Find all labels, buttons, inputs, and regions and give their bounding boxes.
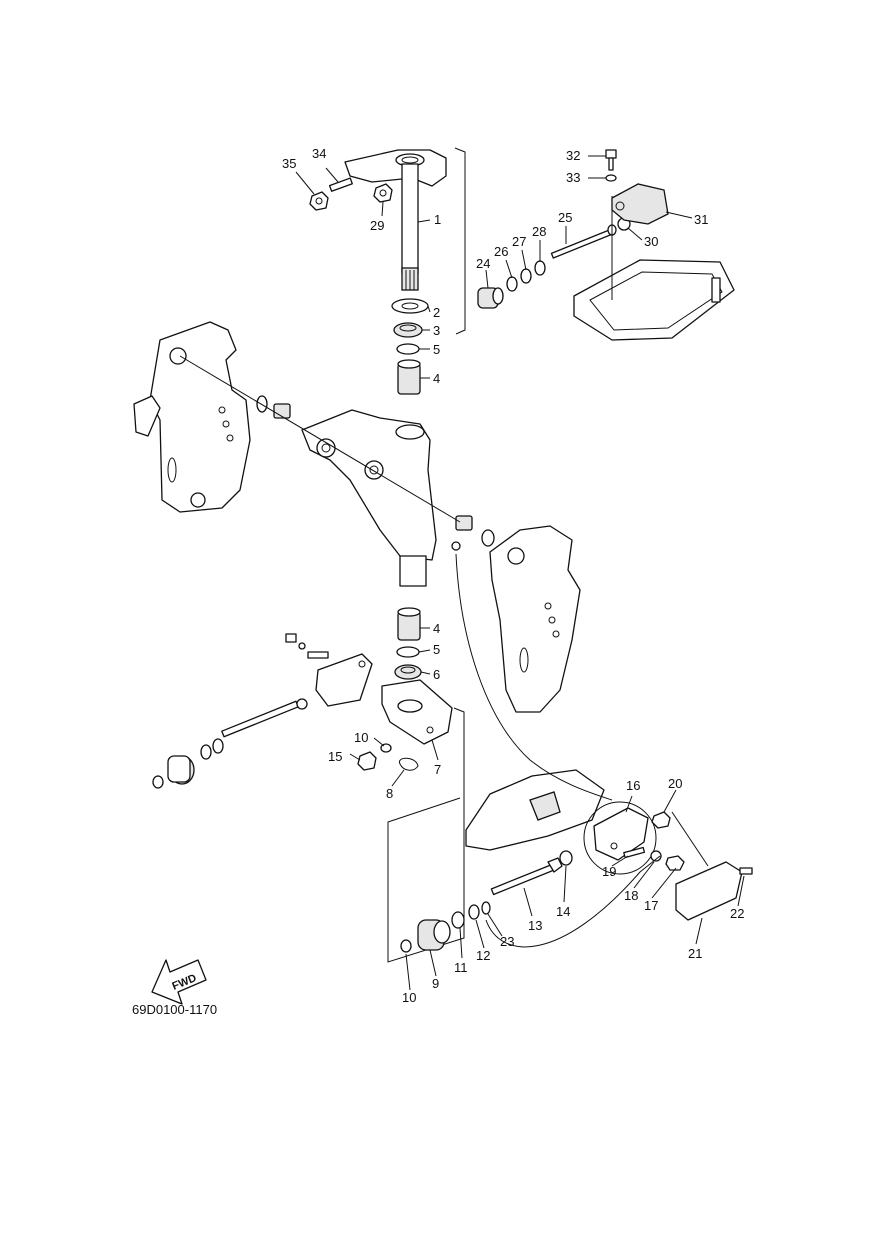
callout-19: 19 — [602, 864, 616, 879]
nut-15 — [357, 751, 377, 771]
callout-labels: 1 2 3 5 4 4 5 6 7 8 10 15 9 10 11 12 23 … — [282, 146, 744, 1005]
right-bolt-washers — [451, 515, 495, 551]
callout-12: 12 — [476, 948, 490, 963]
bushing-4-upper — [397, 359, 421, 395]
callout-9: 9 — [432, 976, 439, 991]
callout-30: 30 — [644, 234, 658, 249]
callout-2: 2 — [433, 305, 440, 320]
swivel-bracket — [301, 409, 437, 587]
washer-27 — [520, 268, 532, 284]
callout-11: 11 — [454, 960, 468, 975]
clip-8 — [399, 757, 419, 771]
callout-14: 14 — [556, 904, 570, 919]
callout-8: 8 — [386, 786, 393, 801]
fwd-arrow-icon: FWD — [151, 959, 207, 1005]
tray — [573, 259, 735, 341]
part-code: 69D0100-1170 — [132, 1002, 217, 1017]
callout-1: 1 — [434, 212, 441, 227]
callout-10-upper: 10 — [354, 730, 368, 745]
callout-25: 25 — [558, 210, 572, 225]
long-bolt-left — [221, 698, 308, 738]
callout-22: 22 — [730, 906, 744, 921]
bolt-34 — [328, 177, 353, 192]
callout-29: 29 — [370, 218, 384, 233]
callout-35: 35 — [282, 156, 296, 171]
washer-14 — [559, 850, 573, 866]
nut-17 — [665, 855, 685, 871]
callout-33: 33 — [566, 170, 580, 185]
mount-rubber-left — [152, 738, 224, 789]
washer-33 — [605, 174, 617, 182]
callout-17: 17 — [644, 898, 658, 913]
nut-29 — [373, 183, 393, 203]
o-ring-5-lower — [396, 646, 420, 658]
seal-3 — [393, 322, 423, 338]
callout-26: 26 — [494, 244, 508, 259]
washer-11 — [451, 911, 465, 929]
bracket-31 — [611, 183, 669, 225]
callout-18: 18 — [624, 888, 638, 903]
bolt-25 — [550, 224, 617, 259]
seal-6 — [394, 664, 422, 680]
washer-26 — [506, 276, 518, 292]
bolt-19 — [623, 846, 646, 859]
callout-27: 27 — [512, 234, 526, 249]
stopper-bracket — [315, 653, 373, 707]
callout-7: 7 — [434, 762, 441, 777]
clamp-bracket-right — [489, 525, 581, 713]
washer-12 — [468, 904, 480, 920]
steering-arm — [344, 149, 447, 187]
washer-23 — [481, 901, 491, 915]
callout-15: 15 — [328, 749, 342, 764]
callout-4-lower: 4 — [433, 621, 440, 636]
washer-2 — [391, 298, 429, 314]
washer-18 — [650, 850, 662, 862]
lower-mount-bracket-7 — [381, 679, 453, 745]
clamp-bracket-left — [133, 321, 251, 513]
bolt-upper-left — [285, 633, 329, 659]
cover-21 — [675, 861, 743, 921]
callout-24: 24 — [476, 256, 490, 271]
screw-22 — [739, 867, 753, 875]
callout-13: 13 — [528, 918, 542, 933]
callout-10-lower: 10 — [402, 990, 416, 1005]
callout-23: 23 — [500, 934, 514, 949]
callout-34: 34 — [312, 146, 326, 161]
callout-5-lower: 5 — [433, 642, 440, 657]
callout-3: 3 — [433, 323, 440, 338]
steering-shaft — [401, 163, 419, 291]
lower-casing — [465, 769, 605, 851]
nut-20 — [651, 811, 671, 829]
callout-32: 32 — [566, 148, 580, 163]
bolt-13 — [490, 857, 563, 896]
callout-4-upper: 4 — [433, 371, 440, 386]
bushing-4-lower — [397, 607, 421, 641]
bolt-32 — [605, 149, 617, 171]
washer-28 — [534, 260, 546, 276]
nut-35 — [309, 191, 329, 211]
washer-10-lower — [400, 939, 412, 953]
leader-lines — [295, 155, 745, 991]
o-ring-5-upper — [396, 343, 420, 355]
callout-20: 20 — [668, 776, 682, 791]
mount-rubber-9 — [417, 919, 451, 951]
callout-6: 6 — [433, 667, 440, 682]
callout-28: 28 — [532, 224, 546, 239]
left-bolt-washers — [256, 395, 291, 419]
callout-31: 31 — [694, 212, 708, 227]
callout-21: 21 — [688, 946, 702, 961]
callout-5-upper: 5 — [433, 342, 440, 357]
callout-16: 16 — [626, 778, 640, 793]
grommet-24 — [477, 287, 504, 309]
